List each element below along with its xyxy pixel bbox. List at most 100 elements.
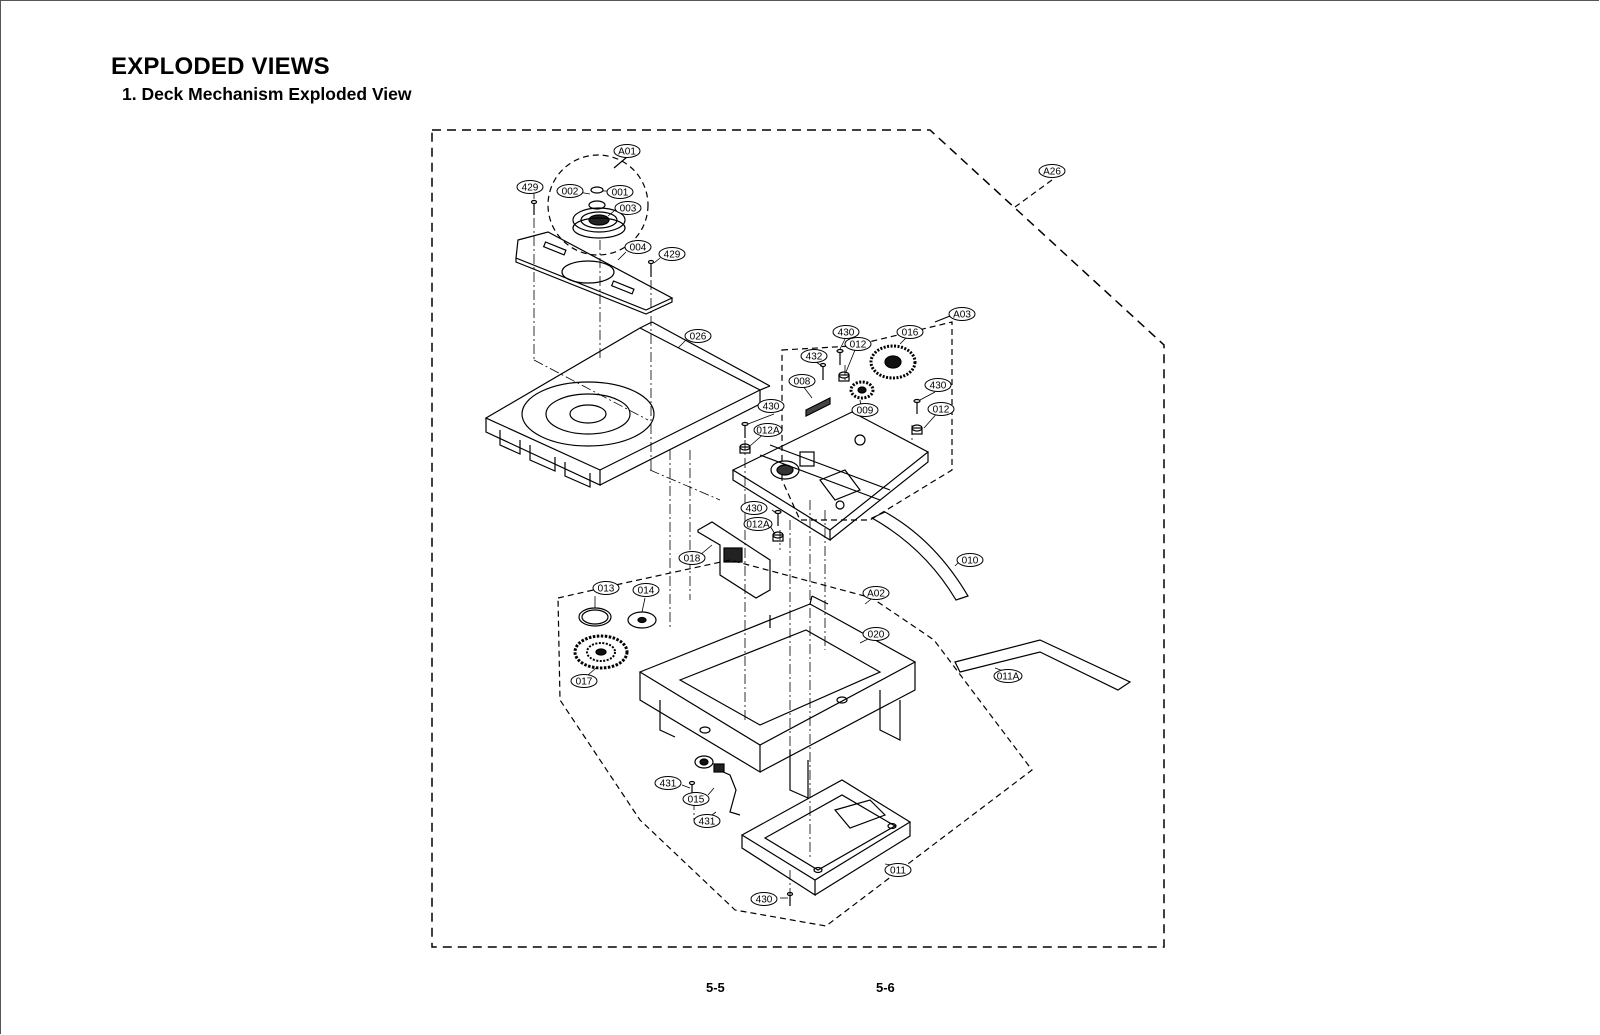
damper-012a-lower — [772, 531, 784, 542]
svg-text:429: 429 — [664, 250, 681, 261]
leader-a26 — [1014, 179, 1053, 208]
page-number-left: 5-5 — [706, 980, 725, 995]
screw-430-right — [913, 398, 921, 414]
svg-text:A01: A01 — [618, 147, 636, 158]
svg-text:009: 009 — [857, 406, 874, 417]
pickup-base-assembly — [731, 411, 930, 542]
flat-cable-011a — [954, 639, 1132, 691]
flat-cable-010 — [870, 511, 969, 601]
part-labels: A01 429 002 001 003 004 429 A26 026 A03 … — [516, 144, 1066, 906]
label-a01: A01 — [613, 144, 641, 158]
svg-text:430: 430 — [756, 895, 773, 906]
svg-text:004: 004 — [630, 243, 647, 254]
label-003: 003 — [614, 201, 642, 215]
label-a02: A02 — [862, 586, 890, 600]
label-016: 016 — [896, 325, 924, 339]
svg-text:A03: A03 — [953, 310, 971, 321]
svg-text:A26: A26 — [1043, 167, 1061, 178]
svg-text:430: 430 — [930, 381, 947, 392]
group-a03-boundary — [781, 321, 953, 521]
svg-text:015: 015 — [688, 795, 705, 806]
svg-text:012: 012 — [933, 405, 950, 416]
page-subtitle: 1. Deck Mechanism Exploded View — [122, 84, 412, 104]
pulley-014 — [627, 611, 657, 629]
motor-015 — [694, 755, 741, 816]
svg-text:017: 017 — [576, 677, 593, 688]
svg-text:008: 008 — [794, 377, 811, 388]
svg-text:011A: 011A — [997, 672, 1020, 683]
label-012a-left: 012A — [753, 423, 783, 437]
label-011: 011 — [884, 863, 912, 877]
label-429-left: 429 — [516, 180, 544, 194]
label-430-left: 430 — [757, 399, 785, 413]
assembly-guides — [533, 218, 913, 900]
label-432: 432 — [800, 349, 828, 363]
label-017: 017 — [570, 674, 598, 688]
label-430-right: 430 — [924, 378, 952, 392]
svg-text:431: 431 — [660, 779, 677, 790]
rack-008 — [805, 397, 831, 417]
label-a03: A03 — [948, 307, 976, 321]
label-430-lower: 430 — [740, 501, 768, 515]
label-008: 008 — [788, 374, 816, 388]
label-012-top: 012 — [844, 337, 872, 351]
svg-text:014: 014 — [638, 586, 655, 597]
label-012-right: 012 — [927, 402, 955, 416]
label-012a-lower: 012A — [743, 517, 773, 531]
gear-016 — [869, 344, 917, 380]
svg-text:430: 430 — [746, 504, 763, 515]
svg-text:431: 431 — [699, 817, 716, 828]
svg-text:A02: A02 — [867, 589, 885, 600]
label-014: 014 — [632, 583, 660, 597]
disc-tray-026 — [484, 321, 771, 488]
svg-text:001: 001 — [612, 188, 629, 199]
gear-009 — [849, 380, 875, 400]
svg-text:011: 011 — [890, 866, 906, 877]
svg-text:012A: 012A — [756, 426, 780, 437]
damper-012a-left — [739, 443, 751, 454]
screw-429-right — [647, 259, 655, 277]
label-430-top: 430 — [832, 325, 860, 339]
svg-text:013: 013 — [598, 584, 615, 595]
screw-430-left — [741, 421, 749, 438]
clamper-assembly — [572, 186, 626, 239]
group-a01-boundary — [547, 154, 649, 256]
svg-text:012: 012 — [850, 340, 867, 351]
page-title: EXPLODED VIEWS — [111, 53, 330, 80]
screw-430-bottom — [786, 891, 794, 906]
screw-430-top — [836, 348, 844, 365]
svg-text:430: 430 — [763, 402, 780, 413]
main-chassis-020 — [638, 595, 917, 799]
label-015: 015 — [682, 792, 710, 806]
label-009: 009 — [851, 403, 879, 417]
label-431-lower: 431 — [693, 814, 721, 828]
assembly-boundary-a26 — [431, 129, 1165, 948]
label-026: 026 — [684, 329, 712, 343]
label-429-right: 429 — [658, 247, 686, 261]
label-020: 020 — [862, 627, 890, 641]
damper-012-right — [911, 424, 923, 435]
gear-017 — [573, 634, 629, 670]
svg-text:432: 432 — [806, 352, 823, 363]
bottom-base-011 — [740, 779, 912, 897]
svg-text:002: 002 — [562, 187, 579, 198]
svg-text:430: 430 — [838, 328, 855, 339]
label-430-bottom: 430 — [750, 892, 778, 906]
label-010: 010 — [956, 553, 984, 567]
svg-text:012A: 012A — [746, 520, 770, 531]
svg-text:003: 003 — [620, 204, 637, 215]
label-018: 018 — [678, 551, 706, 565]
bracket-018 — [697, 521, 771, 599]
clamp-plate-004 — [515, 231, 674, 315]
svg-text:020: 020 — [868, 630, 885, 641]
page-number-right: 5-6 — [876, 980, 895, 995]
damper-012-top — [838, 371, 850, 382]
svg-text:016: 016 — [902, 328, 919, 339]
belt-013 — [578, 607, 612, 627]
label-002: 002 — [556, 184, 584, 198]
label-431-upper: 431 — [654, 776, 682, 790]
svg-text:429: 429 — [522, 183, 539, 194]
svg-text:018: 018 — [684, 554, 701, 565]
label-a26: A26 — [1038, 164, 1066, 178]
